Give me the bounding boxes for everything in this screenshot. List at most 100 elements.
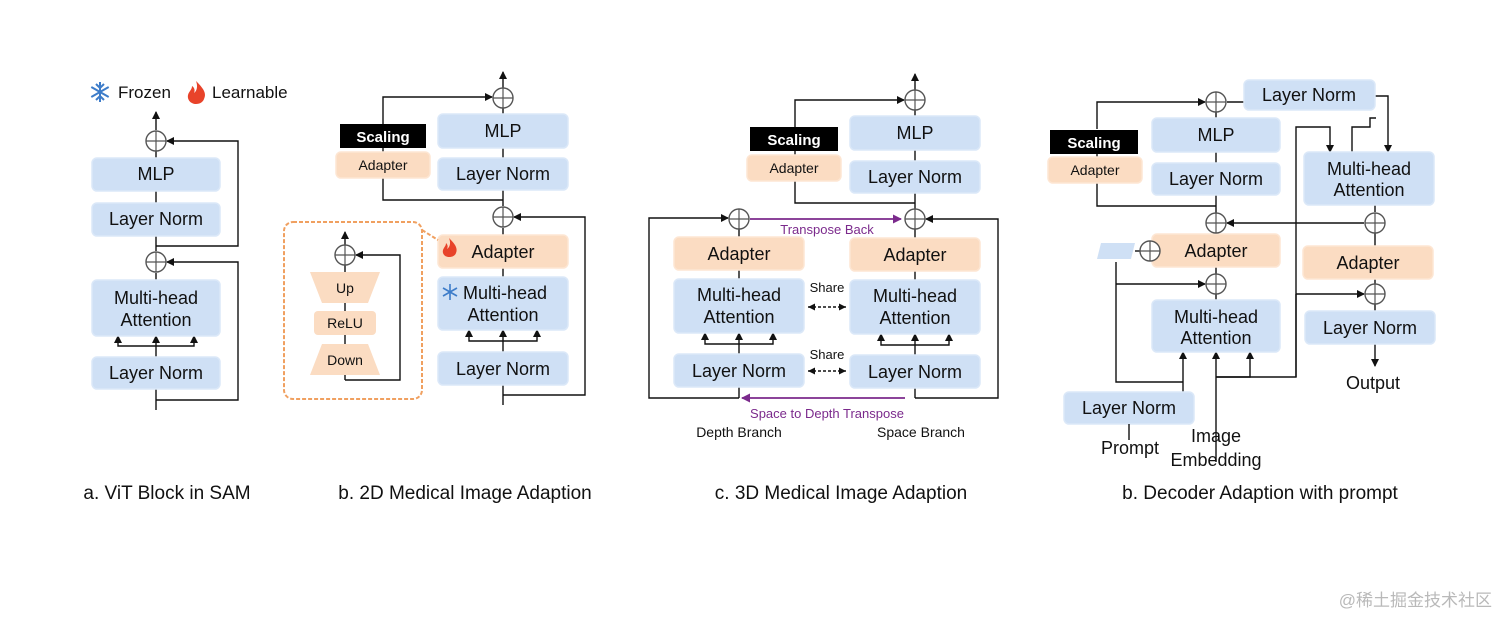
space-layer-norm-top [849, 160, 981, 194]
panel-c-adapter-small [746, 154, 842, 182]
depth-mha-block [673, 278, 805, 334]
space-layer-norm-bottom [849, 354, 981, 389]
panel-d-add-prompt [1139, 240, 1161, 262]
depth-branch-label: Depth Branch [696, 424, 782, 440]
adapter-relu-block [314, 311, 376, 335]
legend-frozen-label: Frozen [118, 83, 171, 102]
share-label-attention: Share [810, 280, 845, 295]
caption-c: c. 3D Medical Image Adaption [715, 483, 967, 504]
panel-d-mha-left-line2: Attention [1180, 328, 1251, 348]
panel-b-adapter-block [437, 234, 569, 269]
adapter-zoom-connector [421, 229, 439, 241]
panel-a-mha-line2: Attention [120, 310, 191, 330]
space-adapter-label: Adapter [883, 245, 946, 265]
space-mlp-label: MLP [896, 123, 933, 143]
panel-d-add-low [1205, 273, 1227, 295]
panel-d-add-right-top [1364, 212, 1386, 234]
panel-d-layer-norm-top-right [1243, 79, 1376, 111]
panel-d-adapter-small [1047, 156, 1143, 184]
output-label: Output [1346, 373, 1400, 393]
panel-d-add-right-bottom [1364, 283, 1386, 305]
space-mha-block [849, 279, 981, 335]
panel-b-layer-norm-bottom-label: Layer Norm [456, 359, 550, 379]
panel-b-scaling-block [340, 124, 426, 148]
panel-d-layer-norm-right [1304, 310, 1436, 345]
flame-icon [187, 81, 206, 104]
panel-d-add-mid [1205, 212, 1227, 234]
panel-b-adapter-label: Adapter [471, 242, 534, 262]
panel-a-mha-block [91, 279, 221, 337]
depth-mha-line2: Attention [703, 307, 774, 327]
snowflake-icon [90, 82, 110, 102]
panel-a-mlp-label: MLP [137, 164, 174, 184]
panel-d-mlp-label: MLP [1197, 125, 1234, 145]
image-embedding-line2: Embedding [1170, 450, 1261, 470]
legend: Frozen Learnable [90, 81, 288, 104]
panel-b-layer-norm-top-label: Layer Norm [456, 164, 550, 184]
space-mlp-block [849, 115, 981, 151]
panel-d-prompt-layer-norm-label: Layer Norm [1082, 398, 1176, 418]
panel-a-layer-norm-bottom-label: Layer Norm [109, 363, 203, 383]
prompt-label: Prompt [1101, 438, 1159, 458]
panel-d-mha-right-line1: Multi-head [1327, 159, 1411, 179]
panel-d-decoder-adaption: Scaling Adapter MLP Layer Norm Adapter M… [1047, 79, 1436, 470]
share-label-norm: Share [810, 347, 845, 362]
depth-add [728, 208, 750, 230]
panel-d-mha-left-line1: Multi-head [1174, 307, 1258, 327]
caption-b: b. 2D Medical Image Adaption [338, 483, 592, 504]
panel-d-adapter-right-label: Adapter [1336, 253, 1399, 273]
panel-b-mha-block [437, 276, 569, 331]
space-adapter-block [849, 237, 981, 272]
panel-c-scaling-label: Scaling [767, 132, 820, 149]
panel-b-mha-line2: Attention [467, 305, 538, 325]
panel-b-adapter-small [335, 151, 431, 179]
panel-d-add-top [1205, 91, 1227, 113]
caption-a: a. ViT Block in SAM [83, 483, 250, 504]
adapter-down-label: Down [327, 352, 363, 368]
space-layer-norm-top-label: Layer Norm [868, 167, 962, 187]
caption-d: b. Decoder Adaption with prompt [1122, 483, 1398, 504]
depth-adapter-block [673, 236, 805, 271]
panel-d-adapter-right [1302, 245, 1434, 280]
panel-d-scaling-label: Scaling [1067, 135, 1120, 152]
panel-d-scaling-block [1050, 130, 1138, 154]
panel-b-mha-line1: Multi-head [463, 283, 547, 303]
space-add-middle [904, 208, 926, 230]
panel-d-adapter-label: Adapter [1184, 241, 1247, 261]
panel-a-add-top [145, 130, 167, 152]
depth-mha-line1: Multi-head [697, 285, 781, 305]
depth-layer-norm-block [673, 353, 805, 388]
watermark: @稀土掘金技术社区 [1339, 591, 1492, 610]
panel-b-2d-adaption: Scaling Adapter MLP Layer Norm Adapter M… [283, 71, 586, 405]
panel-c-scaling-block [750, 127, 838, 151]
transpose-back-label: Transpose Back [780, 222, 874, 237]
panel-b-flame-icon [442, 238, 457, 257]
panel-b-snowflake-icon [442, 284, 458, 300]
panel-b-add-top [492, 87, 514, 109]
image-embedding-line1: Image [1191, 426, 1241, 446]
space-to-depth-label: Space to Depth Transpose [750, 406, 904, 421]
panel-b-mlp-block [437, 113, 569, 149]
panel-c-3d-adaption: Transpose Back Space to Depth Transpose … [648, 73, 999, 440]
panel-d-layer-norm-top-label: Layer Norm [1169, 169, 1263, 189]
adapter-down-block [310, 344, 380, 375]
adapter-zoom-add [334, 244, 356, 266]
panel-b-layer-norm-bottom [437, 351, 569, 386]
space-mha-line2: Attention [879, 308, 950, 328]
adapter-up-label: Up [336, 280, 354, 296]
adapter-relu-label: ReLU [327, 315, 363, 331]
panel-d-adapter-small-label: Adapter [1070, 162, 1119, 178]
space-layer-norm-bottom-label: Layer Norm [868, 362, 962, 382]
depth-layer-norm-label: Layer Norm [692, 361, 786, 381]
space-branch-label: Space Branch [877, 424, 965, 440]
adapter-zoom-frame [283, 221, 423, 400]
panel-d-mha-left [1151, 299, 1281, 353]
panel-a-mha-line1: Multi-head [114, 288, 198, 308]
prompt-token [1097, 243, 1135, 259]
panel-a-layer-norm-top [91, 202, 221, 237]
panel-d-mha-right-line2: Attention [1333, 180, 1404, 200]
panel-b-layer-norm-top [437, 157, 569, 191]
space-add-top [904, 89, 926, 111]
panel-b-adapter-small-label: Adapter [358, 157, 407, 173]
